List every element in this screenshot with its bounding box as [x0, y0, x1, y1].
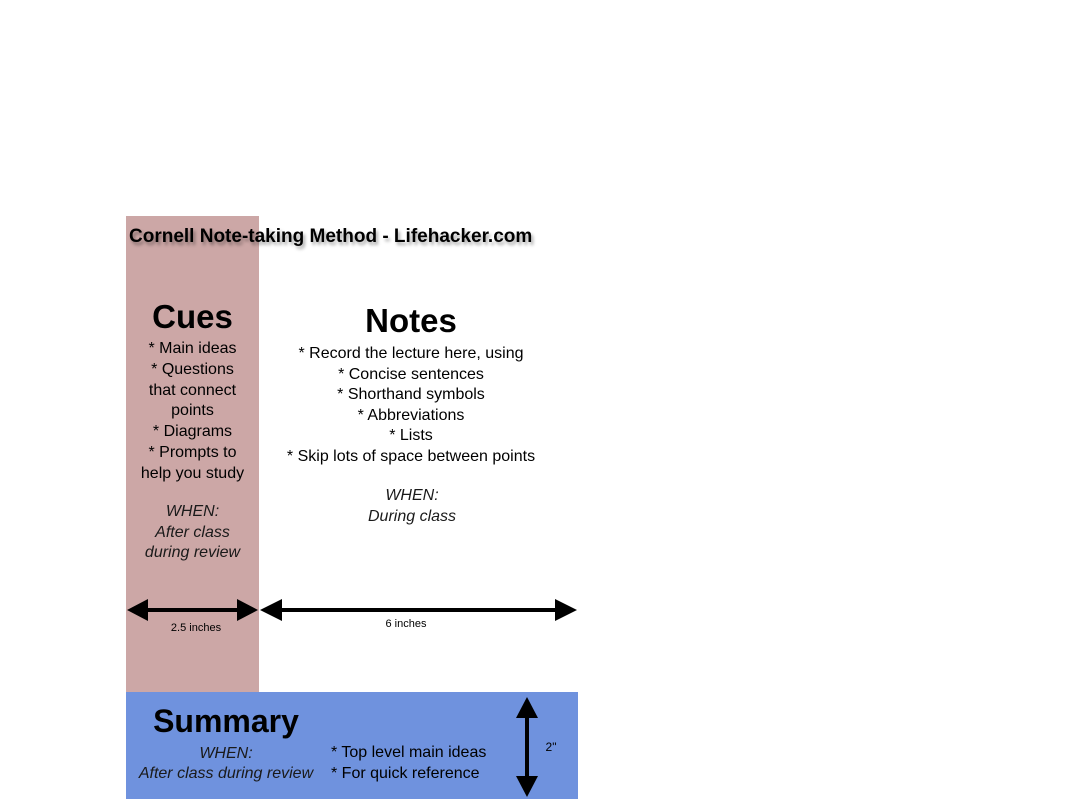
cues-when: WHEN: After class during review [126, 502, 259, 564]
cues-item: * Prompts to help you study [140, 443, 245, 482]
notes-item: * Shorthand symbols [337, 386, 485, 403]
cues-item: * Main ideas [148, 340, 237, 357]
summary-when: WHEN: After class during review [126, 744, 326, 784]
cues-width-arrow [127, 599, 258, 621]
notes-list: * Record the lecture here, using * Conci… [276, 344, 546, 467]
notes-item: * Record the lecture here, using [298, 345, 524, 362]
notes-when-label: WHEN: [385, 487, 439, 504]
cues-width-label: 2.5 inches [170, 622, 222, 634]
notes-when-text: During class [367, 507, 457, 525]
summary-heading: Summary [153, 703, 299, 739]
notes-when: WHEN: During class [312, 486, 512, 527]
notes-item: * Abbreviations [357, 406, 465, 424]
notes-heading: Notes [365, 302, 457, 339]
cues-item: * Diagrams [152, 423, 233, 441]
notes-item: * Concise sentences [338, 365, 484, 383]
summary-when-text: After class during review [138, 765, 314, 782]
notes-width-label: 6 inches [385, 618, 427, 630]
summary-height-arrow [516, 697, 538, 797]
cues-when-label: WHEN: [165, 503, 220, 520]
diagram-title: Cornell Note-taking Method - Lifehacker.… [129, 226, 533, 247]
cues-column [126, 216, 259, 692]
dimension-arrows [127, 599, 577, 797]
cornell-diagram: Cornell Note-taking Method - Lifehacker.… [126, 216, 578, 799]
cues-item: * Questions that connect points [148, 360, 237, 420]
summary-item: * Top level main ideas [331, 744, 487, 761]
notes-item: * Skip lots of space between points [286, 447, 536, 465]
notes-width-arrow [260, 599, 577, 621]
cues-when-text: After class during review [144, 523, 241, 562]
notes-item: * Lists [389, 427, 433, 444]
summary-list: * Top level main ideas * For quick refer… [331, 742, 521, 784]
cues-heading: Cues [152, 298, 233, 335]
summary-height-label: 2" [545, 740, 557, 754]
summary-when-label: WHEN: [199, 745, 253, 762]
summary-item: * For quick reference [331, 765, 480, 782]
cues-list: * Main ideas * Questions that connect po… [126, 339, 259, 485]
summary-section [126, 692, 578, 799]
